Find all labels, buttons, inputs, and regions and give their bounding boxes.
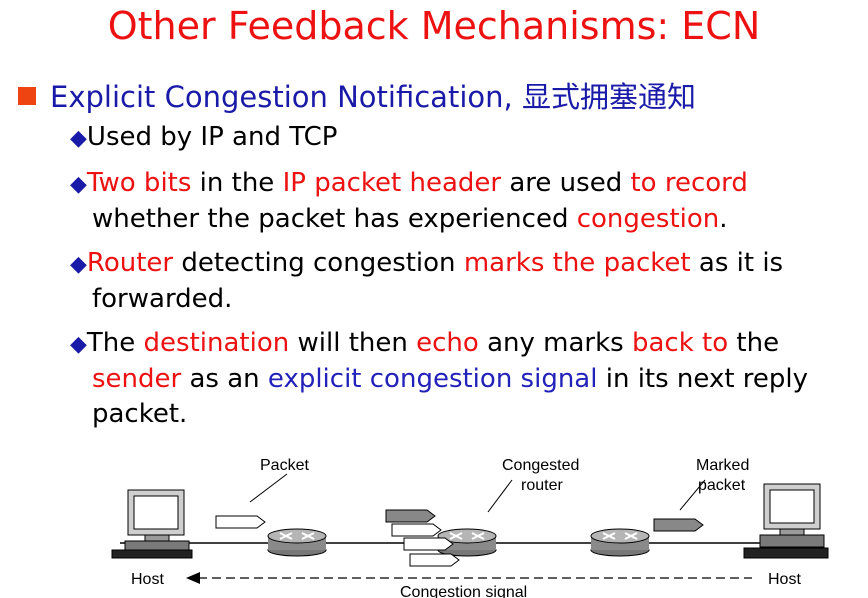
bullet-text-segment: packet. [92,399,188,429]
label-marked-2: packet [698,477,746,494]
bullet-text-segment: detecting congestion [173,248,464,278]
label-congested-2: router [521,477,563,494]
queued-packet-icon [409,553,460,567]
bullet-text-segment: sender [92,364,182,394]
bullet-text-segment: . [719,204,728,234]
signal-arrowhead-icon [186,572,200,584]
bullet-text-segment: Used by IP and TCP [86,122,338,152]
queued-packet-icon [385,509,436,523]
bullet-text-segment: as an [181,364,268,394]
bullet-text-segment: whether the packet has experienced [92,204,577,234]
queued-packet-icon [391,523,442,537]
bullet-text-segment: The [86,328,144,358]
bullet-text-segment: destination [143,328,290,358]
router-pointer-line [487,479,513,513]
host-left-computer-icon [111,489,193,559]
bullet-text-segment: back to [631,328,729,358]
square-bullet-icon [18,87,36,105]
router-3-icon [590,528,650,557]
label-congested-1: Congested [502,457,579,474]
label-marked-1: Marked [696,457,749,474]
ecn-diagram: Packet Congested router Marked packet Ho… [111,457,829,598]
bullet-text-segment: in the [191,168,283,198]
diamond-bullet-icon: ◆ [70,126,87,151]
heading-text: Explicit Congestion Notification, [50,80,513,114]
router-2-congested-icon [437,528,497,557]
label-host-left: Host [131,571,164,588]
bullet-3: ◆Router detecting congestion marks the p… [70,246,783,317]
bullet-text-segment: IP packet header [282,168,502,198]
host-right-computer-icon [743,483,829,559]
bullet-text-segment: Two bits [86,168,192,198]
label-congestion-signal: Congestion signal [400,584,527,598]
main-heading: Explicit Congestion Notification, 显式拥塞通知 [18,74,696,116]
bullet-1: ◆Used by IP and TCP [70,120,337,156]
bullet-text-segment: marks the packet [463,248,691,278]
bullet-text-segment: echo [416,328,479,358]
bullet-text-segment: forwarded. [92,284,233,314]
bullet-text-segment: congestion [576,204,720,234]
bullet-text-segment: Router [86,248,174,278]
label-packet: Packet [260,457,309,474]
diamond-bullet-icon: ◆ [70,172,87,197]
bullet-4: ◆The destination will then echo any mark… [70,326,808,432]
diamond-bullet-icon: ◆ [70,252,87,277]
packet-pointer-line [249,473,288,503]
queued-packet-icon [403,537,454,551]
marked-pointer-line [679,479,706,511]
router-1-icon [267,528,327,557]
bullet-text-segment: the [728,328,780,358]
bullet-text-segment: to record [630,168,748,198]
bullet-2: ◆Two bits in the IP packet header are us… [70,166,748,237]
bullet-text-segment: as it is [690,248,784,278]
bullet-text-segment: will then [289,328,417,358]
slide-title: Other Feedback Mechanisms: ECN [107,4,761,48]
bullet-text-segment: are used [501,168,631,198]
packet-arrow-icon [215,515,266,529]
heading-chinese: 显式拥塞通知 [521,80,696,114]
bullet-text-segment: any marks [478,328,632,358]
diamond-bullet-icon: ◆ [70,332,87,357]
label-host-right: Host [768,571,801,588]
marked-packet-icon [653,518,704,532]
bullet-text-segment: in its next reply [597,364,809,394]
bullet-text-segment: explicit congestion signal [267,364,598,394]
